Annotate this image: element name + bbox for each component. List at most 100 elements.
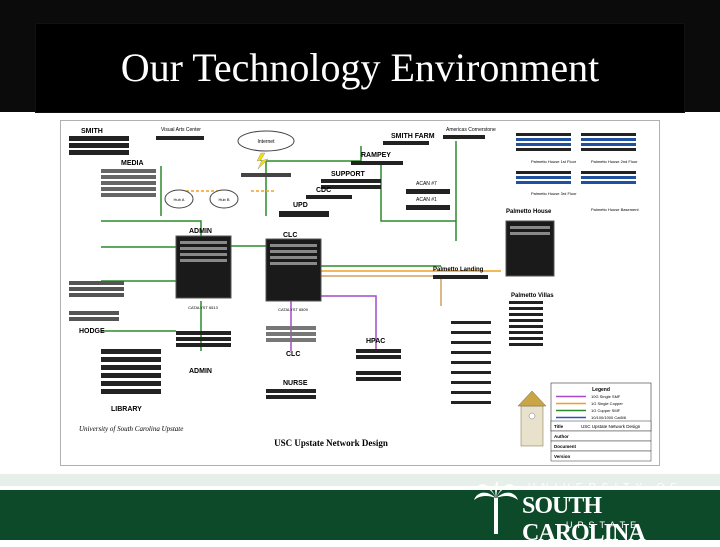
switch-ph3-1 bbox=[516, 171, 571, 174]
label-ph1: Palmetto House 1st Floor bbox=[531, 159, 577, 164]
label-nurse: NURSE bbox=[283, 380, 308, 387]
label-admin-bottom: ADMIN bbox=[189, 368, 212, 375]
switch-villas-5 bbox=[509, 325, 543, 328]
label-acan-87: ACAN #7 bbox=[416, 181, 437, 187]
label-smith: SMITH bbox=[81, 128, 103, 135]
link-clc-villas bbox=[321, 275, 442, 306]
footer-light-band bbox=[0, 474, 720, 486]
switch-library-5 bbox=[101, 381, 161, 386]
legend-label: 10/100/1000 Cat5/6 bbox=[591, 415, 627, 420]
label-admin-top: ADMIN bbox=[189, 228, 212, 235]
blade-clc-1 bbox=[270, 244, 317, 247]
palmetto-house-floors: Palmetto House 1st Floor Palmetto House … bbox=[516, 133, 639, 212]
switch-ph3-3 bbox=[516, 181, 571, 184]
switch-villas-1 bbox=[509, 301, 543, 304]
switch-nurse-2 bbox=[266, 395, 316, 399]
switch-smith-3 bbox=[69, 150, 129, 155]
info-row bbox=[550, 450, 652, 462]
label-clc-top: CLC bbox=[283, 232, 297, 239]
label-hodge: HODGE bbox=[79, 328, 105, 335]
title-box: Our Technology Environment bbox=[36, 24, 684, 112]
switch-hodge-1 bbox=[69, 311, 119, 315]
switch-nurse-1 bbox=[266, 389, 316, 393]
switch-clc-b2 bbox=[266, 332, 316, 336]
label-internet: Internet bbox=[258, 139, 276, 145]
switch-villas-4 bbox=[509, 319, 543, 322]
switch-hpac-2 bbox=[356, 355, 401, 359]
switch-villas-i bbox=[451, 401, 491, 404]
label-smith-farm: SMITH FARM bbox=[391, 133, 435, 140]
label-americas-cornerstone: Americas Cornerstone bbox=[446, 127, 496, 133]
legend-label: 10G Single SMF bbox=[591, 394, 621, 399]
switch-library-2 bbox=[101, 357, 161, 362]
switch-smith-2 bbox=[69, 143, 129, 148]
switch-ph1-2 bbox=[516, 138, 571, 141]
switch-media-2 bbox=[101, 175, 156, 179]
label-library: LIBRARY bbox=[111, 406, 142, 413]
label-palmetto-villas: Palmetto Villas bbox=[511, 293, 554, 299]
lightning-icon bbox=[256, 152, 269, 170]
label-clc-core: CATALYST 6509 bbox=[278, 307, 308, 312]
legend-label: 1G Copper SMF bbox=[591, 408, 621, 413]
blade-ph-1 bbox=[510, 226, 550, 229]
switch-clc-b1 bbox=[266, 326, 316, 330]
info-row-label: Version bbox=[554, 454, 571, 459]
core-switch-clc bbox=[265, 238, 322, 302]
label-visual-arts: Visual Arts Center bbox=[161, 127, 201, 133]
hub-a-cloud-icon bbox=[164, 189, 194, 209]
switch-villas-2 bbox=[509, 307, 543, 310]
switch-ph1-4 bbox=[516, 148, 571, 151]
switch-villas-f bbox=[451, 371, 491, 374]
network-diagram-svg: SMITH MEDIA Visual Arts Center Internet … bbox=[69, 127, 652, 462]
switch-ph3-2 bbox=[516, 176, 571, 179]
building-tower-icon bbox=[517, 390, 547, 447]
switch-cdc bbox=[306, 195, 352, 199]
university-name: University of South Carolina Upstate bbox=[79, 425, 183, 433]
label-clc-bottom: CLC bbox=[286, 351, 300, 358]
switch-media-1 bbox=[101, 169, 156, 173]
label-palmetto-landing: Palmetto Landing bbox=[433, 267, 484, 273]
switch-villas-8 bbox=[509, 343, 543, 346]
switch-admin-b2 bbox=[176, 337, 231, 341]
switch-hpac-1 bbox=[356, 349, 401, 353]
switch-rampey bbox=[351, 161, 403, 165]
core-switch-palmetto bbox=[505, 220, 555, 277]
blade-ph-2 bbox=[510, 232, 550, 235]
blade-clc-3 bbox=[270, 256, 317, 259]
label-ph4: Palmetto House Basement bbox=[591, 207, 639, 212]
switch-media-5 bbox=[101, 193, 156, 197]
slide-title: Our Technology Environment bbox=[120, 45, 600, 90]
switch-library-4 bbox=[101, 373, 161, 378]
switch-library-1 bbox=[101, 349, 161, 354]
switch-admin-b3 bbox=[176, 343, 231, 347]
palmetto-tree-icon bbox=[474, 481, 518, 534]
switch-ph4-1 bbox=[581, 171, 636, 174]
legend-label: 1G Single Copper bbox=[591, 401, 623, 406]
switch-villas-b bbox=[451, 331, 491, 334]
switch-villas-7 bbox=[509, 337, 543, 340]
label-ph2: Palmetto House 2nd Floor bbox=[591, 159, 638, 164]
switch-visual-arts bbox=[156, 136, 204, 140]
label-hub-a: Hub A bbox=[174, 197, 185, 202]
blade-admin-3 bbox=[180, 253, 227, 256]
info-row-label: Document bbox=[554, 444, 577, 449]
blade-admin-1 bbox=[180, 241, 227, 244]
hub-b-cloud-icon bbox=[209, 189, 239, 209]
switch-left-3 bbox=[69, 293, 124, 297]
switch-ph2-2 bbox=[581, 138, 636, 141]
network-diagram: SMITH MEDIA Visual Arts Center Internet … bbox=[60, 120, 660, 466]
switch-left-2 bbox=[69, 287, 124, 291]
switch-upd bbox=[279, 211, 329, 217]
info-row-label: Title bbox=[554, 424, 564, 429]
switch-library-6 bbox=[101, 389, 161, 394]
label-media: MEDIA bbox=[121, 160, 144, 167]
switch-media-4 bbox=[101, 187, 156, 191]
switch-ph2-1 bbox=[581, 133, 636, 136]
label-rampey: RAMPEY bbox=[361, 152, 391, 159]
switch-support-2 bbox=[321, 185, 381, 189]
info-row-label: Author bbox=[554, 434, 569, 439]
label-palmetto-house: Palmetto House bbox=[506, 209, 552, 215]
blade-admin-2 bbox=[180, 247, 227, 250]
legend-heading: Legend bbox=[592, 387, 610, 393]
